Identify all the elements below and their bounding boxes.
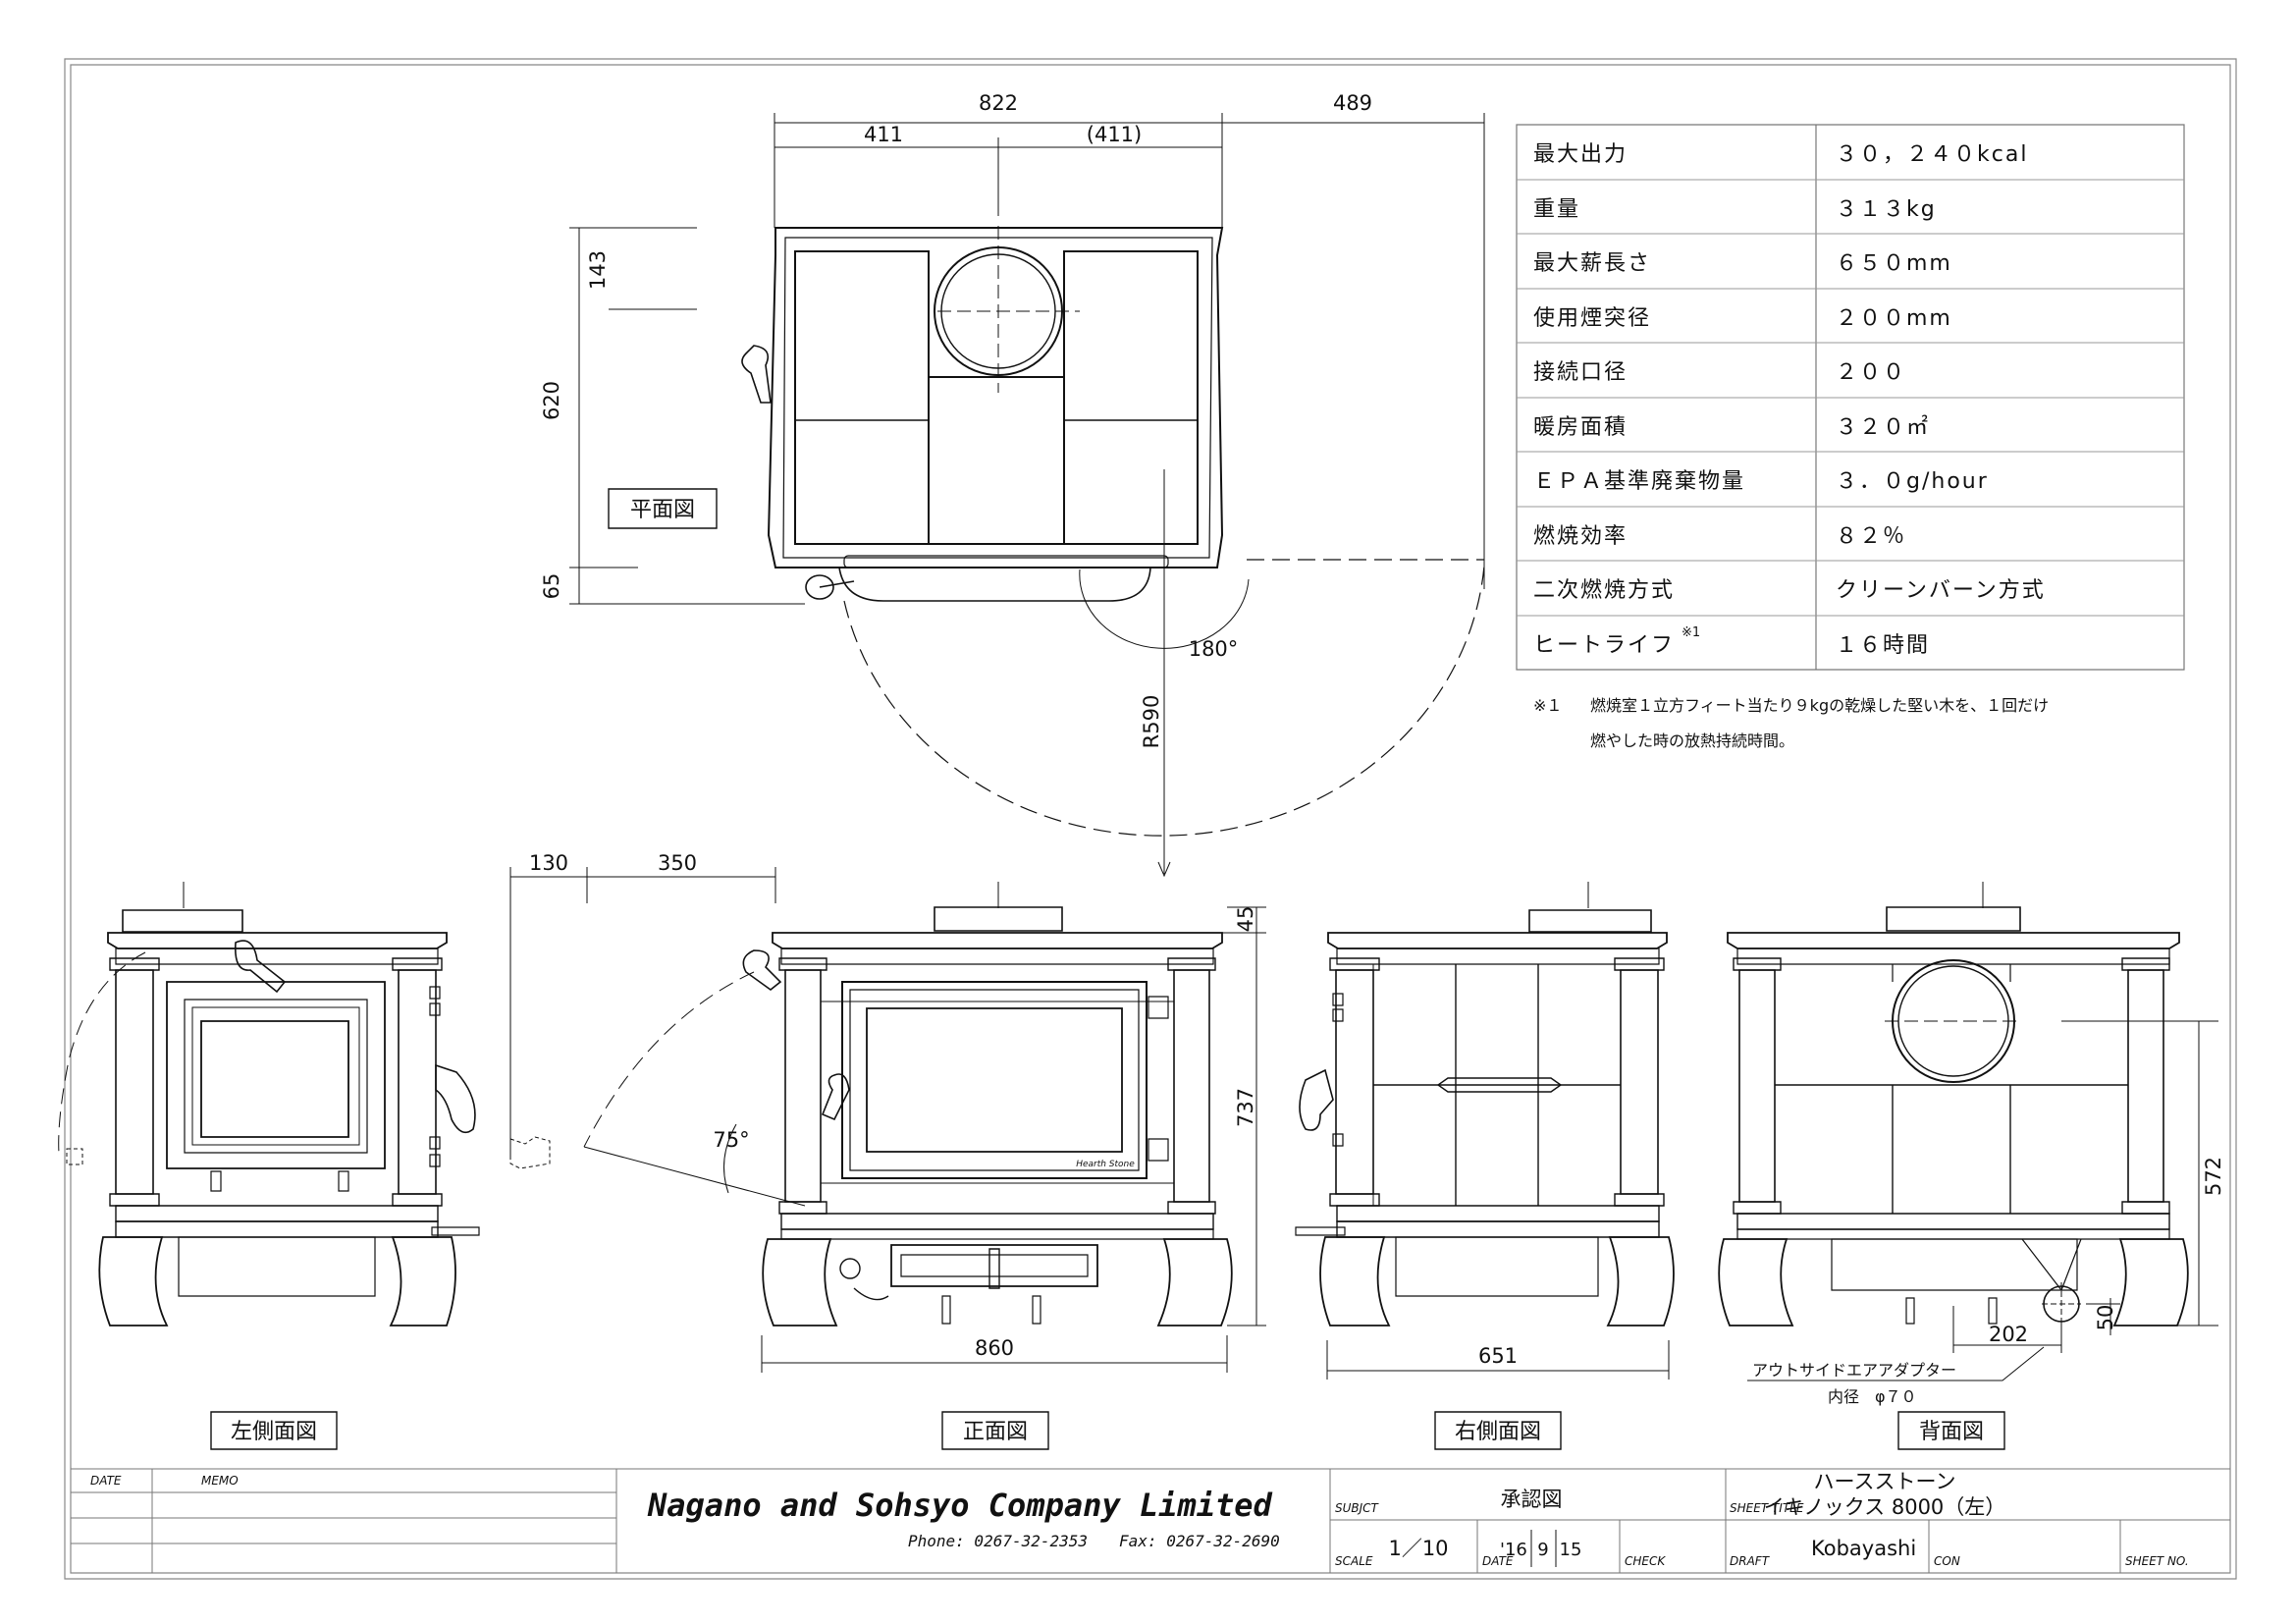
spec-value: ８２％: [1836, 524, 1906, 549]
footnote-mark: ※１: [1533, 696, 1562, 715]
spec-value: １６時間: [1836, 633, 1930, 658]
scale-label: SCALE: [1335, 1554, 1373, 1568]
memo-label: MEMO: [201, 1474, 239, 1488]
company-name: Nagano and Sohsyo Company Limited: [647, 1487, 1273, 1524]
spec-label: 重量: [1533, 197, 1580, 222]
plan-view: 822 489 411 (411) 143 620 65: [540, 91, 1484, 876]
spec-value: ３．０g/hour: [1836, 469, 1989, 494]
dim-side-offset-b: 350: [658, 851, 697, 875]
brand-plate: Hearth Stone: [1076, 1160, 1135, 1169]
dim-plan-flue-offset: 143: [586, 250, 610, 290]
spec-label: 燃焼効率: [1533, 524, 1628, 549]
sheet-border-inner: [71, 65, 2230, 1573]
side-offset-dims: 130 350 75°: [510, 851, 805, 1206]
dim-side-width: 651: [1478, 1344, 1518, 1368]
dim-back-flue-height: 572: [2202, 1157, 2225, 1196]
subject-label: SUBJCT: [1335, 1501, 1380, 1515]
spec-value: ２００: [1836, 360, 1906, 385]
draft-value: Kobayashi: [1811, 1537, 1916, 1560]
spec-label: 使用煙突径: [1533, 306, 1651, 331]
adapter-label-line1: アウトサイドエアアダプター: [1752, 1361, 1956, 1380]
con-label: CON: [1934, 1554, 1960, 1568]
dim-door-swing-angle: 180°: [1189, 637, 1239, 661]
left-side-view: [59, 882, 479, 1326]
sheet-no-label: SHEET NO.: [2125, 1554, 2189, 1568]
sheet-title-label: SHEET TITLE: [1730, 1501, 1804, 1515]
spec-value: クリーンバーン方式: [1836, 578, 2046, 603]
spec-label: 二次燃焼方式: [1533, 578, 1675, 603]
dim-adapter-offset: 202: [1989, 1323, 2028, 1346]
dim-top-height: 45: [1234, 906, 1257, 933]
left-side-view-label: 左側面図: [231, 1420, 317, 1444]
back-view: 572 202 50 アウトサイドエアアダプター 内径 φ７０: [1719, 882, 2225, 1406]
dim-adapter-height: 50: [2094, 1305, 2117, 1331]
spec-value: ６５０mm: [1836, 251, 1952, 276]
right-side-view-label-box: [1435, 1412, 1561, 1449]
dim-total-height: 737: [1234, 1088, 1257, 1127]
left-side-view-label-box: [211, 1412, 337, 1449]
sheet-title-line1: ハースストーン: [1814, 1470, 1956, 1493]
date-month: 9: [1537, 1540, 1548, 1560]
dim-plan-front-offset: 65: [540, 573, 563, 600]
back-view-label: 背面図: [1919, 1420, 1984, 1444]
adapter-label-line2: 内径 φ７０: [1828, 1387, 1917, 1406]
front-view-label-box: [942, 1412, 1048, 1449]
spec-table: 最大出力 ３０，２４０kcal 重量 ３１３kg 最大薪長さ ６５０mm 使用煙…: [1517, 125, 2184, 750]
dim-plan-half-right: (411): [1087, 123, 1142, 146]
spec-value: ３１３kg: [1836, 197, 1937, 222]
spec-value: ３２０㎡: [1836, 414, 1930, 440]
title-block: [71, 1469, 2230, 1573]
date2-label: DATE: [1482, 1554, 1514, 1568]
dim-front-width: 860: [975, 1336, 1014, 1360]
dim-side-offset-a: 130: [529, 851, 568, 875]
dim-plan-side-right: 489: [1333, 91, 1372, 115]
plan-view-label: 平面図: [630, 498, 695, 522]
spec-label: 暖房面積: [1533, 415, 1628, 440]
company-phone: Phone: 0267-32-2353 Fax: 0267-32-2690: [908, 1532, 1280, 1550]
dim-door-radius: R590: [1140, 695, 1163, 749]
plan-view-label-box: [609, 489, 717, 528]
dim-plan-total-width: 822: [979, 91, 1018, 115]
subject-value: 承認図: [1501, 1488, 1563, 1511]
dim-plan-depth: 620: [540, 381, 563, 420]
draft-label: DRAFT: [1730, 1554, 1771, 1568]
dim-plan-half-left: 411: [864, 123, 903, 146]
right-side-view: 651: [1296, 882, 1674, 1380]
scale-value: 1／10: [1388, 1537, 1448, 1560]
spec-value: ３０，２４０kcal: [1836, 142, 2028, 167]
footnote-line2: 燃やした時の放熱持続時間。: [1590, 731, 1794, 750]
right-side-view-label: 右側面図: [1455, 1420, 1541, 1444]
spec-note-mark: ※1: [1682, 625, 1700, 640]
sheet-title-line2: イキノックス 8000（左）: [1764, 1495, 2006, 1519]
sheet-border-outer: [65, 59, 2236, 1579]
spec-label: 最大薪長さ: [1533, 251, 1651, 276]
spec-label: ヒートライフ: [1533, 633, 1675, 658]
date-day: 15: [1560, 1540, 1582, 1560]
check-label: CHECK: [1625, 1554, 1666, 1568]
spec-label: 最大出力: [1533, 142, 1628, 167]
date-label: DATE: [90, 1474, 122, 1488]
front-view-label: 正面図: [963, 1420, 1028, 1444]
dim-side-door-angle: 75°: [713, 1128, 749, 1152]
date-year: '16: [1500, 1540, 1527, 1560]
front-view: Hearth Stone 860 45 737: [743, 882, 1266, 1373]
spec-label: 接続口径: [1533, 360, 1628, 385]
footnote-line1: 燃焼室１立方フィート当たり９kgの乾燥した堅い木を、１回だけ: [1590, 696, 2049, 715]
spec-value: ２００mm: [1836, 306, 1952, 331]
back-view-label-box: [1898, 1412, 2004, 1449]
spec-label: ＥＰＡ基準廃棄物量: [1533, 469, 1745, 494]
